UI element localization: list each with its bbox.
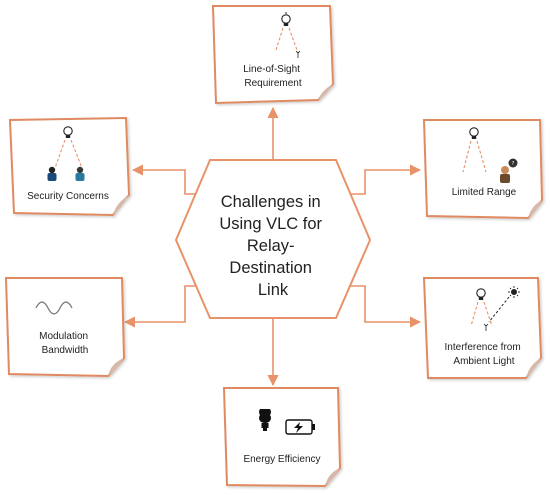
center-line-4: Destination (229, 259, 312, 277)
interference-label: Interference from Ambient Light (445, 342, 524, 367)
sine-wave-icon (35, 301, 73, 315)
center-line-5: Link (258, 281, 289, 299)
arrow-to-modulation (123, 285, 208, 328)
sun-icon (508, 286, 520, 298)
light-cone (54, 139, 83, 169)
bulb-icon (469, 127, 479, 139)
card-interference: Interference from Ambient Light (422, 277, 543, 379)
antenna-icon (483, 323, 489, 331)
los-line-1: Line-of-Sight (243, 64, 300, 75)
light-cone (275, 27, 298, 51)
person-icon (47, 166, 57, 181)
arrow-to-range (338, 164, 422, 195)
los-label: Line-of-Sight Requirement (243, 64, 302, 89)
interference-line-2: Ambient Light (453, 356, 514, 367)
ambient-light-ray (488, 296, 510, 323)
bulb-icon (476, 288, 486, 300)
light-cone (470, 301, 493, 327)
arrow-to-interference (338, 285, 422, 328)
person-icon (75, 166, 85, 181)
card-modulation: Modulation Bandwidth (4, 277, 126, 378)
bulb-icon (281, 12, 291, 26)
center-title: Challenges in Using VLC for Relay- Desti… (219, 193, 326, 299)
battery-charging-icon (285, 419, 315, 435)
energy-label: Energy Efficiency (243, 454, 320, 465)
antenna-icon (295, 50, 301, 58)
modulation-label: Modulation Bandwidth (39, 331, 91, 356)
light-cone (462, 140, 487, 173)
security-label: Security Concerns (27, 191, 109, 202)
svg-text:?: ? (512, 161, 515, 167)
cfl-bulb-icon (259, 409, 271, 431)
center-line-2: Using VLC for (219, 215, 322, 233)
center-line-1: Challenges in (221, 193, 321, 211)
center-hexagon: Challenges in Using VLC for Relay- Desti… (174, 159, 372, 319)
range-label: Limited Range (452, 187, 517, 198)
modulation-line-1: Modulation (39, 331, 88, 342)
los-line-2: Requirement (244, 78, 301, 89)
card-energy: Energy Efficiency (222, 387, 342, 488)
center-line-3: Relay- (247, 237, 295, 255)
card-line-of-sight: Line-of-Sight Requirement (211, 5, 335, 105)
interference-line-1: Interference from (445, 342, 521, 353)
card-range: ? Limited Range (422, 119, 544, 220)
card-security: Security Concerns (8, 116, 131, 217)
modulation-line-2: Bandwidth (42, 345, 89, 356)
bulb-icon (63, 126, 73, 138)
confused-person-icon: ? (500, 158, 518, 183)
